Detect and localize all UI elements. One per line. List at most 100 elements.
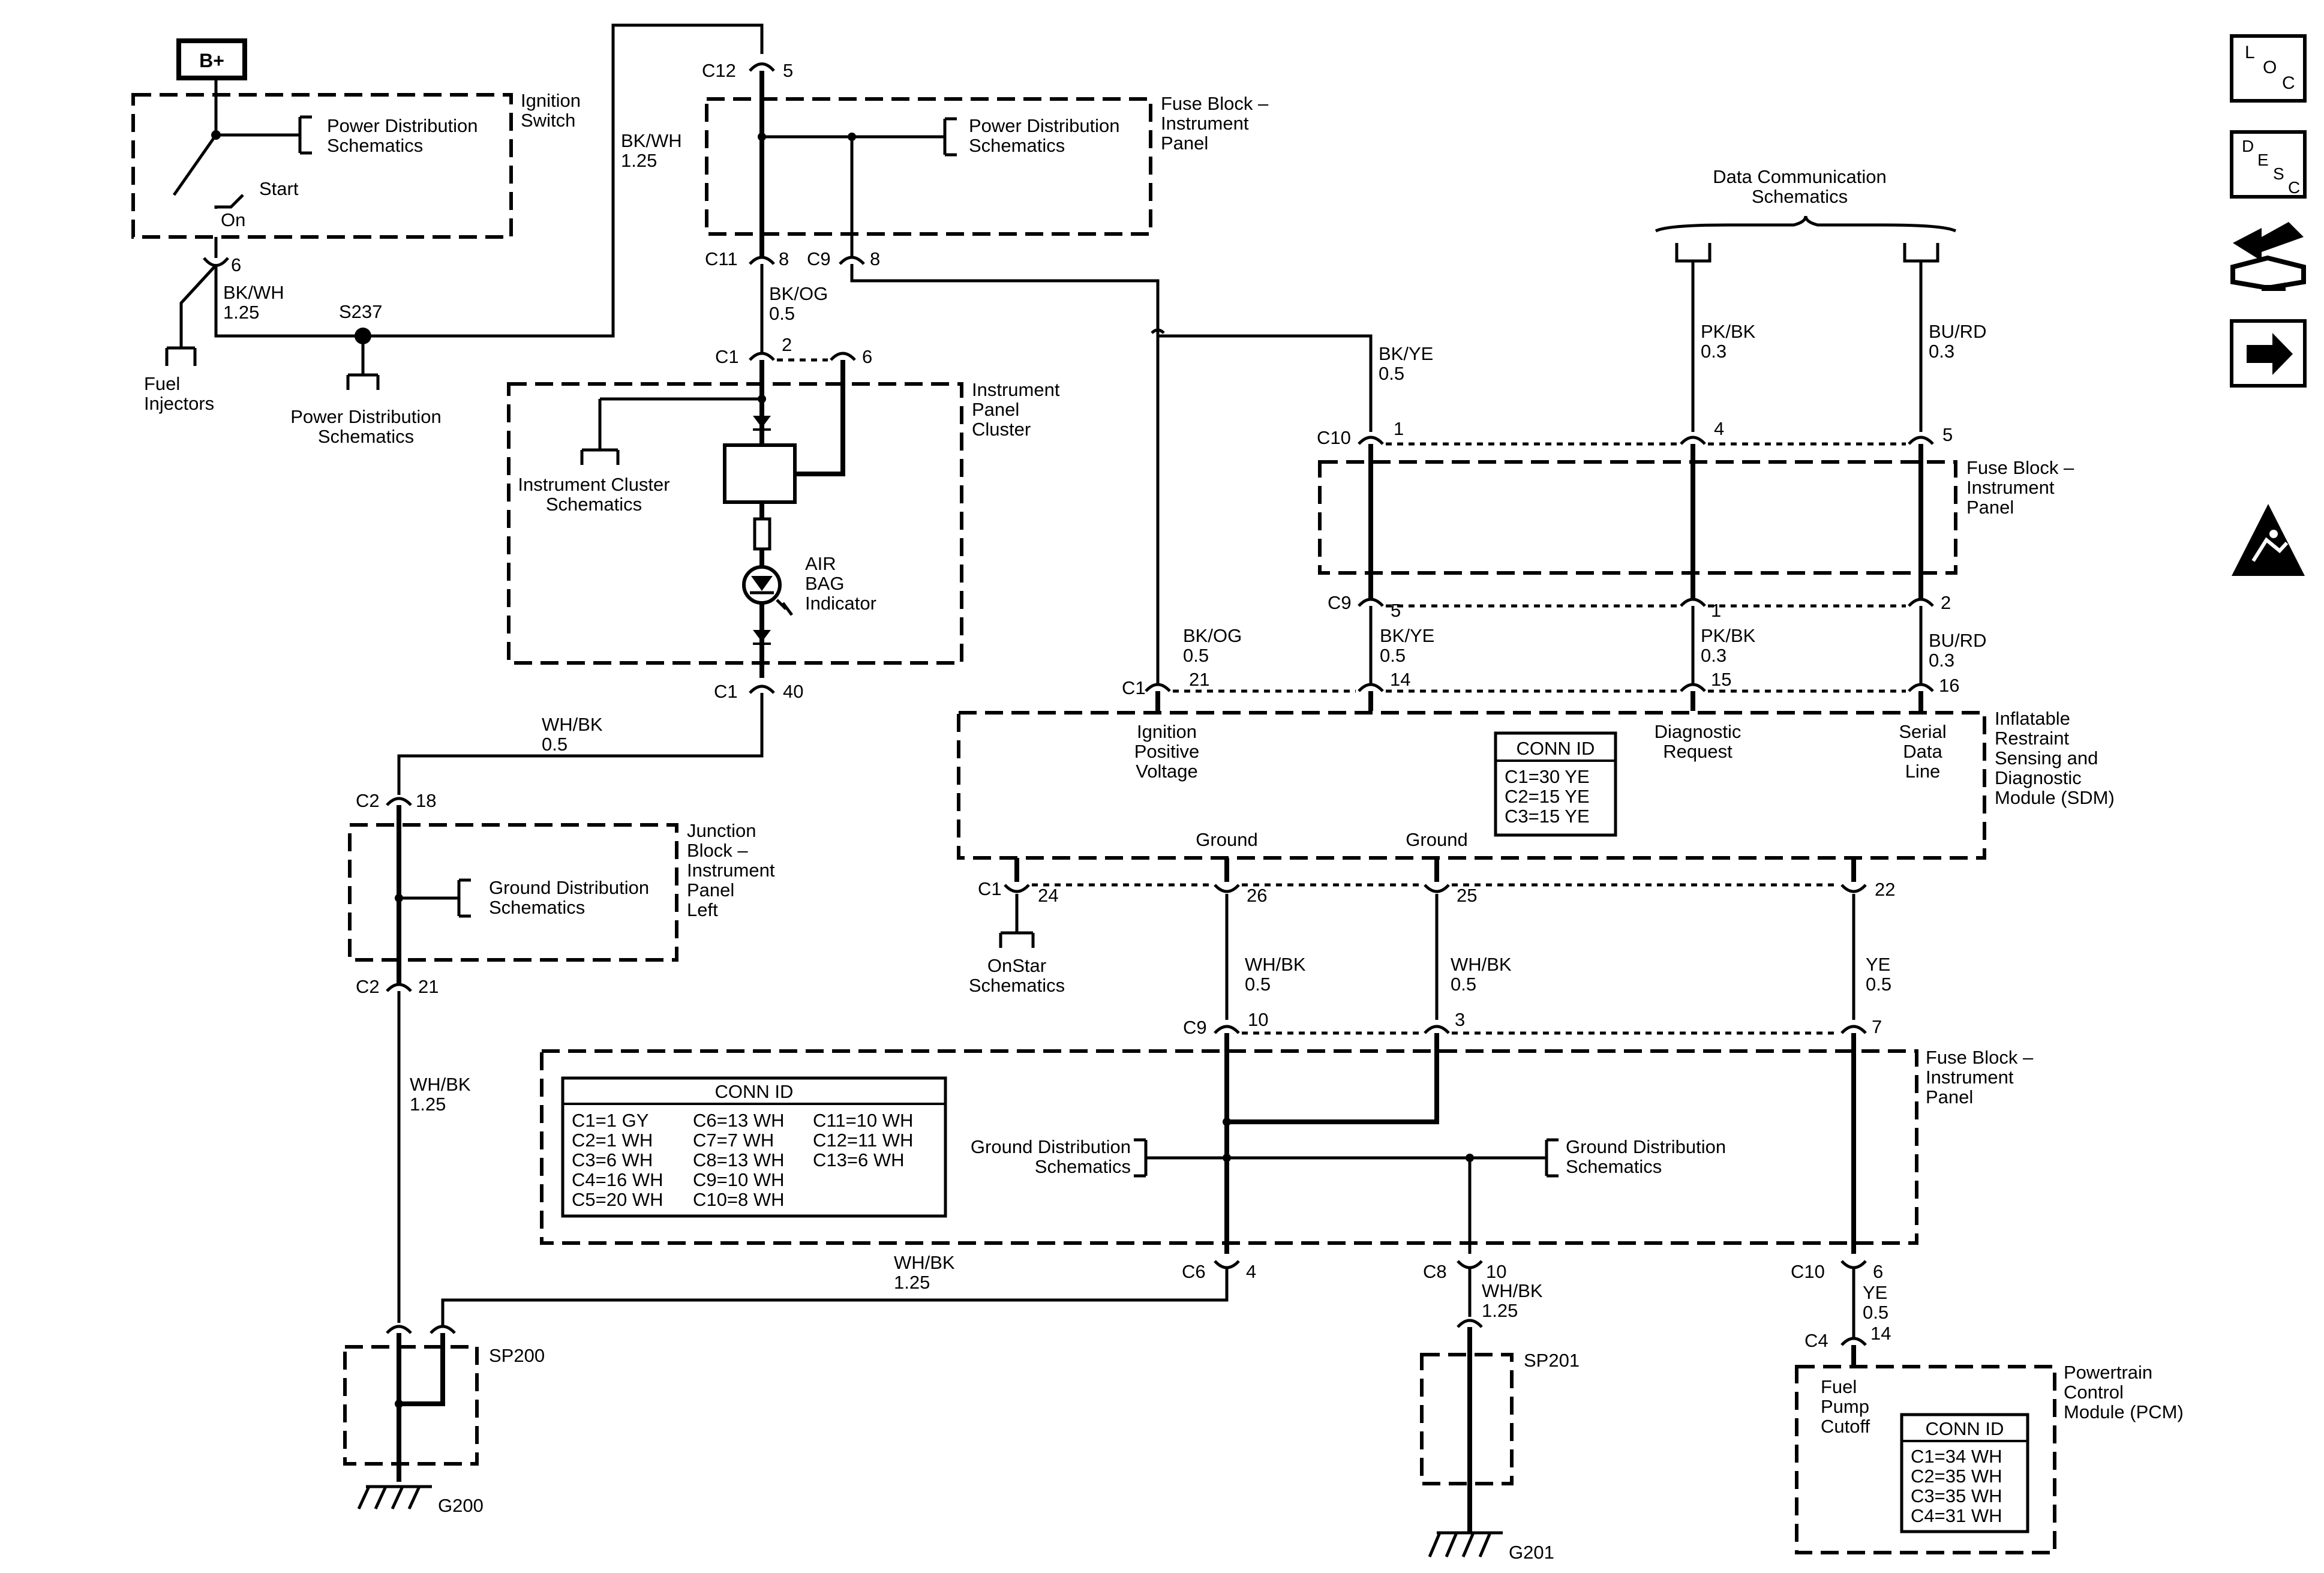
on-label: On xyxy=(221,209,245,230)
conn-c5: C5=20 WH xyxy=(572,1189,663,1210)
pcm-conn-row-3: C3=35 WH xyxy=(1911,1485,2002,1506)
ignition-output xyxy=(203,237,229,267)
bkwh-wire xyxy=(214,23,764,338)
lower-pin-10: 10 xyxy=(1248,1009,1268,1030)
esd-warning-icon[interactable] xyxy=(2232,504,2305,576)
lower-splice-2 xyxy=(1466,1154,1474,1162)
cluster-splice xyxy=(758,395,766,403)
ground-label-2: Ground xyxy=(1406,829,1467,850)
c6-pin-4: 4 xyxy=(1246,1261,1256,1282)
pcm-conn-id-table: CONN ID C1=34 WH C2=35 WH C3=35 WH C4=31… xyxy=(1900,1413,2029,1533)
fuse-splice-2 xyxy=(848,133,856,141)
conn-c4: C4=16 WH xyxy=(572,1169,663,1190)
sdm-conn-id-table: CONN ID C1=30 YE C2=15 YE C3=15 YE xyxy=(1494,731,1617,837)
fuse-splice-1 xyxy=(758,133,766,141)
loc-icon[interactable]: L O C xyxy=(2230,34,2307,103)
c9-pin-1: 1 xyxy=(1711,600,1721,621)
c2-pin-21: 21 xyxy=(418,976,439,997)
lower-splice-1 xyxy=(1223,1154,1231,1162)
diode-1 xyxy=(753,416,771,428)
c10-label: C10 xyxy=(1317,427,1351,448)
c8-pin-10: 10 xyxy=(1486,1261,1506,1282)
conn-c8: C8=13 WH xyxy=(693,1149,784,1170)
sdm-conn-row-3: C3=15 YE xyxy=(1505,806,1590,827)
sdm-pin-26: 26 xyxy=(1247,885,1267,906)
sdm-pin-21: 21 xyxy=(1189,669,1209,690)
loc-letter-c: C xyxy=(2282,73,2295,93)
ignition-switch-box xyxy=(131,93,513,239)
c1-pin-40: 40 xyxy=(783,681,803,702)
sdm-conn-row-2: C2=15 YE xyxy=(1505,786,1590,807)
c9-pin: 8 xyxy=(870,248,880,269)
burd-wire-top xyxy=(1903,243,1939,432)
next-arrow-icon[interactable] xyxy=(2230,319,2307,388)
c2-18-label: C2 xyxy=(356,790,380,811)
sdm-c1-connectors xyxy=(1145,683,1934,692)
bkye-wire xyxy=(850,264,1373,432)
c9-right-label: C9 xyxy=(1328,592,1352,613)
sdm-feed-wires xyxy=(1369,606,1923,684)
desc-icon[interactable]: D E S C xyxy=(2230,130,2307,199)
ground-g200-icon xyxy=(357,1485,432,1510)
desc-letter-s: S xyxy=(2273,164,2284,183)
sdm-c1b-label: C1 xyxy=(978,878,1002,899)
conn-c11: C11=10 WH xyxy=(813,1110,913,1131)
sp200-connectors xyxy=(386,1325,456,1334)
sdm-pin-16: 16 xyxy=(1939,675,1959,696)
lower-pin-7: 7 xyxy=(1872,1016,1882,1037)
c1-pin-6: 6 xyxy=(862,346,872,367)
cluster-module xyxy=(723,443,797,504)
lower-wires xyxy=(1225,894,1855,1020)
c9-label: C9 xyxy=(807,248,831,269)
c12-pin: 5 xyxy=(783,60,793,81)
sdm-stubs xyxy=(1155,691,1923,711)
conn-c10: C10=8 WH xyxy=(693,1189,784,1210)
sp200-box xyxy=(343,1345,479,1466)
junction-splice xyxy=(395,894,403,902)
pin-6-ign: 6 xyxy=(231,254,241,275)
c8-label: C8 xyxy=(1423,1261,1447,1282)
c1-cluster-connectors xyxy=(749,352,856,361)
c9-pin-5: 5 xyxy=(1391,600,1401,621)
c2-pin-18: 18 xyxy=(416,790,436,811)
sdm-c1b-connectors xyxy=(1004,884,1867,893)
connector-swap-icon[interactable] xyxy=(2230,222,2306,291)
lower-block-wires xyxy=(1224,1033,1856,1254)
conn-c9: C9=10 WH xyxy=(693,1169,784,1190)
loc-letter-l: L xyxy=(2245,43,2255,62)
c10-lower-label: C10 xyxy=(1791,1261,1825,1282)
sdm-conn-title: CONN ID xyxy=(1517,738,1595,759)
c12-connector xyxy=(749,62,775,72)
lower-c9-label: C9 xyxy=(1183,1017,1207,1038)
lower-pin-3: 3 xyxy=(1455,1009,1465,1030)
lower-conn-id-table: CONN ID C1=1 GY C2=1 WH C3=6 WH C4=16 WH… xyxy=(561,1076,947,1218)
junction-box xyxy=(348,823,678,962)
c11-pin: 8 xyxy=(779,248,789,269)
battery-label: B+ xyxy=(199,50,224,71)
loc-letter-o: O xyxy=(2263,58,2277,77)
c4-connector xyxy=(1840,1337,1867,1346)
c10-pin-4: 4 xyxy=(1714,418,1724,439)
desc-letter-e: E xyxy=(2257,151,2269,169)
c6-label: C6 xyxy=(1182,1261,1206,1282)
start-label: Start xyxy=(259,178,299,199)
battery-box xyxy=(176,38,247,80)
